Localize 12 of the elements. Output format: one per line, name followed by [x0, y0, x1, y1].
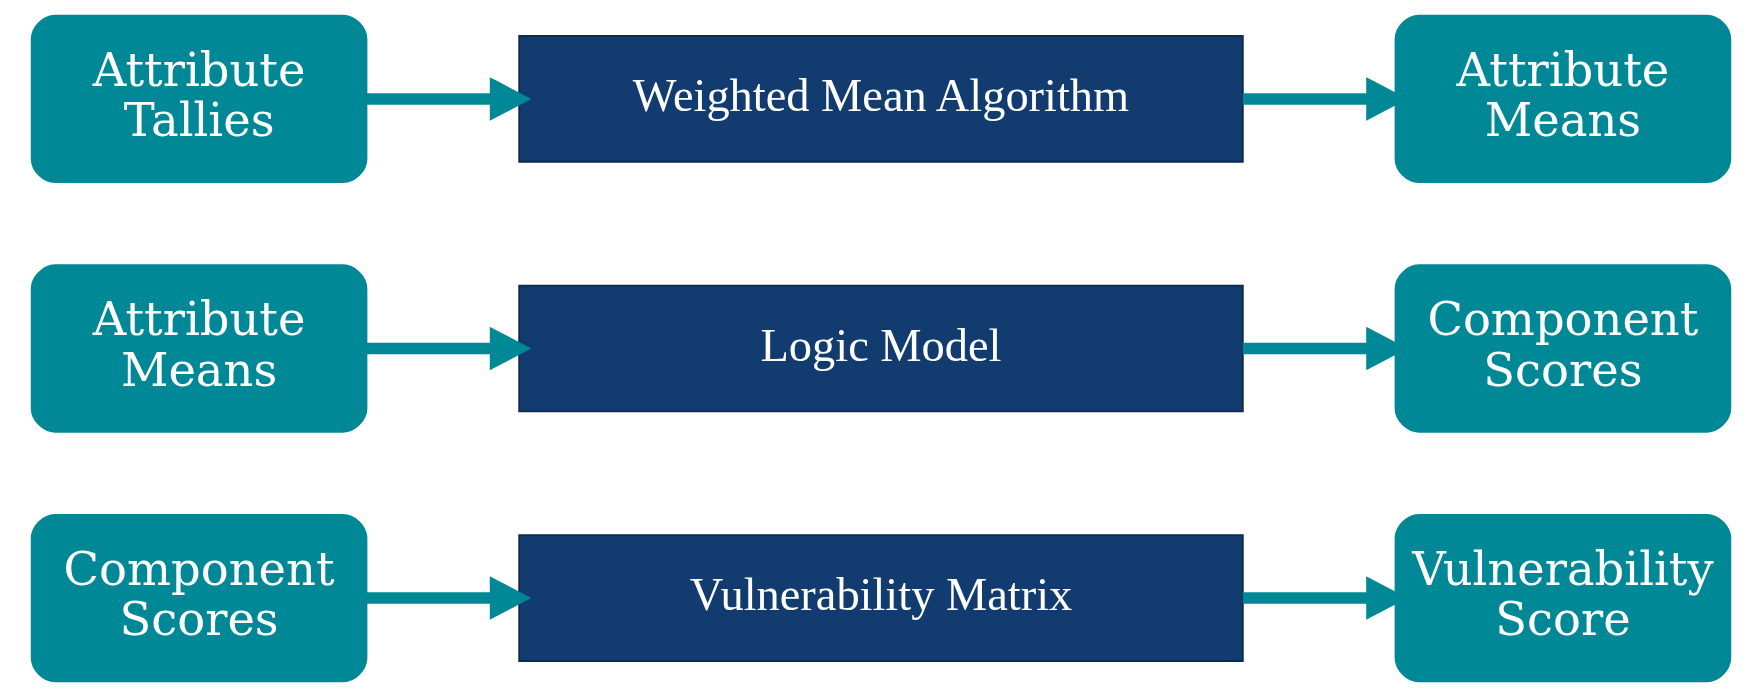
node-box: Component Scores: [30, 513, 368, 683]
node-box: Attribute Means: [1394, 14, 1732, 184]
node-box: Logic Model: [518, 284, 1244, 413]
arrow: [366, 576, 532, 620]
node-box: Component Scores: [1394, 264, 1732, 433]
node-box: Weighted Mean Algorithm: [518, 35, 1244, 163]
arrow: [366, 77, 532, 121]
arrow: [366, 326, 532, 371]
node-box: Attribute Means: [30, 264, 368, 433]
node-box: Vulnerability Score: [1394, 513, 1732, 683]
node-box: Attribute Tallies: [30, 14, 368, 184]
node-box: Vulnerability Matrix: [518, 534, 1244, 662]
